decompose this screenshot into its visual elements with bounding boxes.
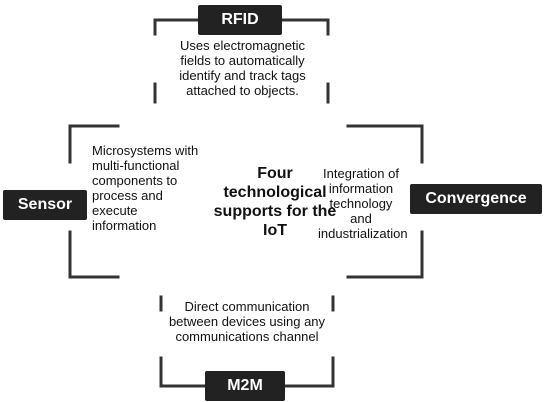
m2m-label: M2M bbox=[205, 371, 285, 401]
rfid-description: Uses electromagnetic fields to automatic… bbox=[179, 38, 306, 98]
rfid-label: RFID bbox=[198, 5, 282, 35]
sensor-description: Microsystems with multi-functional compo… bbox=[92, 143, 199, 233]
m2m-description: Direct communication between devices usi… bbox=[168, 299, 326, 344]
convergence-description: Integration of information technology an… bbox=[318, 166, 408, 241]
diagram-title: Four technological supports for the IoT bbox=[213, 165, 337, 239]
sensor-label: Sensor bbox=[3, 190, 87, 220]
convergence-label: Convergence bbox=[410, 184, 542, 214]
